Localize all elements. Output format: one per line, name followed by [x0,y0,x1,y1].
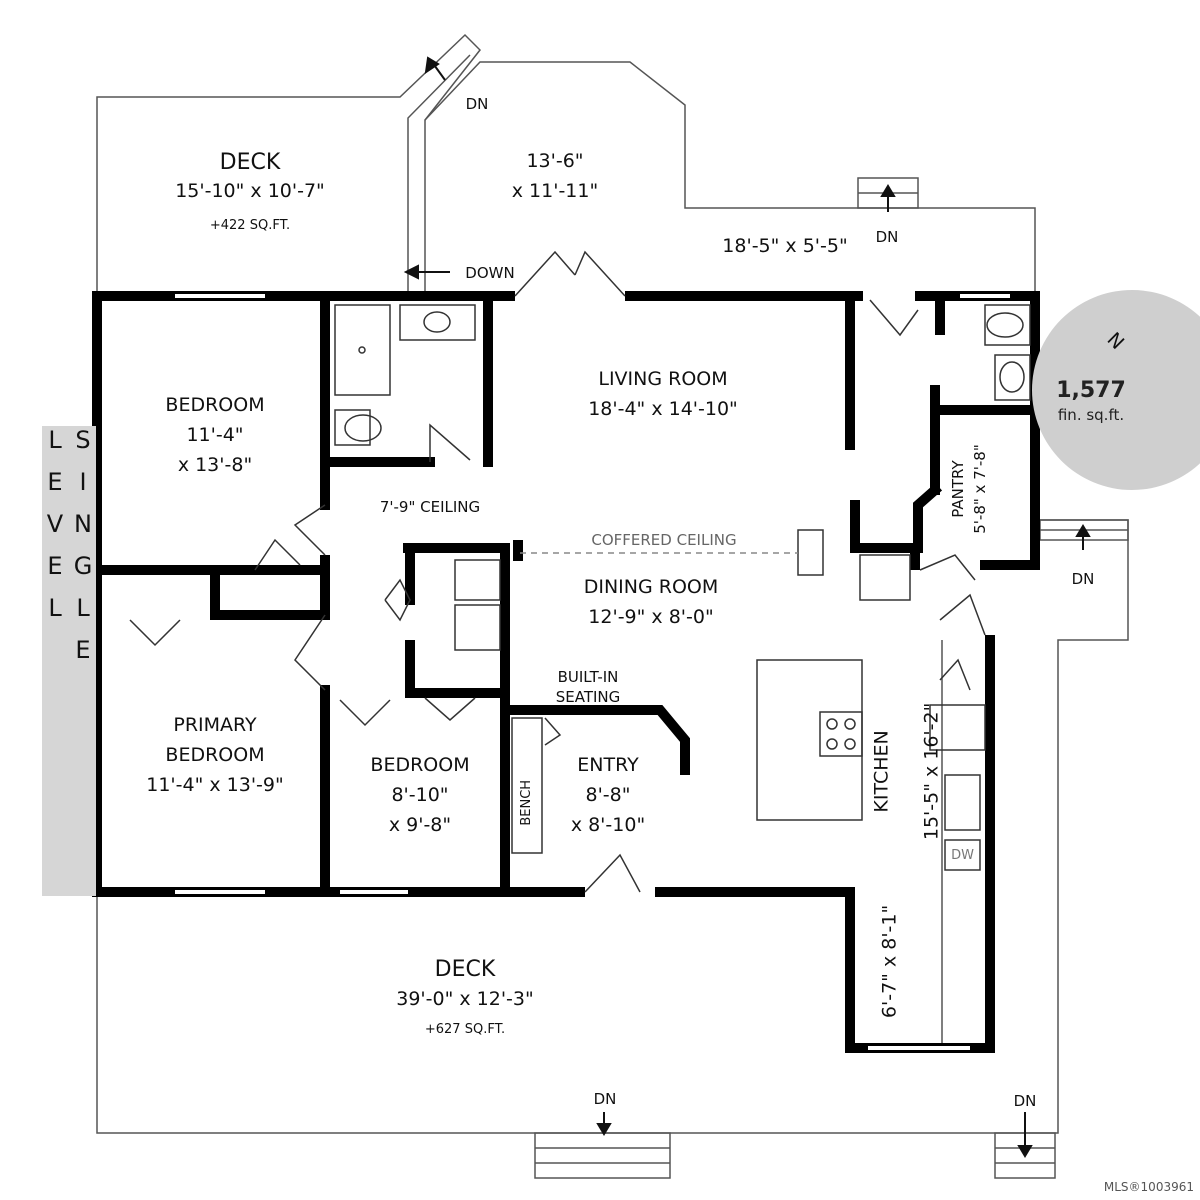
deck-bottom-area: +627 SQ.FT. [424,1022,506,1037]
coffered-note: COFFERED CEILING [591,531,737,549]
fixtures [129,250,1031,1050]
dining-name: DINING ROOM [583,576,719,598]
dishwasher-note: DW [951,848,974,863]
bedroom-nw-name: BEDROOM [165,394,265,416]
builtin-note-1: BUILT-IN [557,668,619,686]
living-name: LIVING ROOM [598,368,728,390]
entry-name: ENTRY [577,754,639,776]
pantry-name: PANTRY [949,460,967,518]
dn-label-bottom-right: DN [1013,1092,1037,1110]
total-area-value: 1,577 [1056,378,1126,403]
bench-note: BENCH [519,779,535,826]
deck-top-area: +422 SQ.FT. [209,218,291,233]
primary-dims: 11'-4" x 13'-9" [146,774,284,796]
bedroom-s-dims-1: 8'-10" [391,784,449,806]
entry-dims-2: x 8'-10" [570,814,646,836]
dn-label-top: DN [465,95,489,113]
pantry-dims: 5'-8" x 7'-8" [971,444,989,534]
stair-arrows [403,56,1091,1158]
living-dims: 18'-4" x 14'-10" [588,398,738,420]
entry-dims-1: 8'-8" [585,784,631,806]
down-label: DOWN [465,264,515,282]
walls [92,291,1040,1053]
ceiling-note: 7'-9" CEILING [379,498,481,516]
deck-bottom-name: DECK [434,957,496,982]
kitchen-dims: 15'-5" x 16'-2" [920,702,943,841]
level-label: SINGLE LEVEL [41,426,97,678]
deck-top-dims: 15'-10" x 10'-7" [175,180,325,202]
level-banner: SINGLE LEVEL [41,426,97,896]
bedroom-s-name: BEDROOM [370,754,470,776]
nook-dims: 6'-7" x 8'-1" [878,904,901,1019]
bedroom-nw-dims-1: 11'-4" [186,424,244,446]
dining-dims: 12'-9" x 8'-0" [588,606,714,628]
deck-bottom-dims: 39'-0" x 12'-3" [396,988,534,1010]
dn-label-side: DN [875,228,899,246]
primary-name-1: PRIMARY [173,714,257,736]
side-deck-dims: 18'-5" x 5'-5" [722,235,848,257]
mls-watermark: MLS®1003961 [1103,1180,1194,1194]
bedroom-s-dims-2: x 9'-8" [388,814,452,836]
total-area-unit: fin. sq.ft. [1057,406,1125,424]
bedroom-nw-dims-2: x 13'-8" [177,454,253,476]
deck-top-name: DECK [219,150,281,175]
dn-label-bottom: DN [593,1090,617,1108]
bay-deck-dims-2: x 11'-11" [511,180,599,202]
bay-deck-dims-1: 13'-6" [526,150,584,172]
builtin-note-2: SEATING [555,688,621,706]
primary-name-2: BEDROOM [165,744,265,766]
kitchen-name: KITCHEN [870,730,893,813]
area-badge [1032,290,1200,490]
dn-label-east: DN [1071,570,1095,588]
